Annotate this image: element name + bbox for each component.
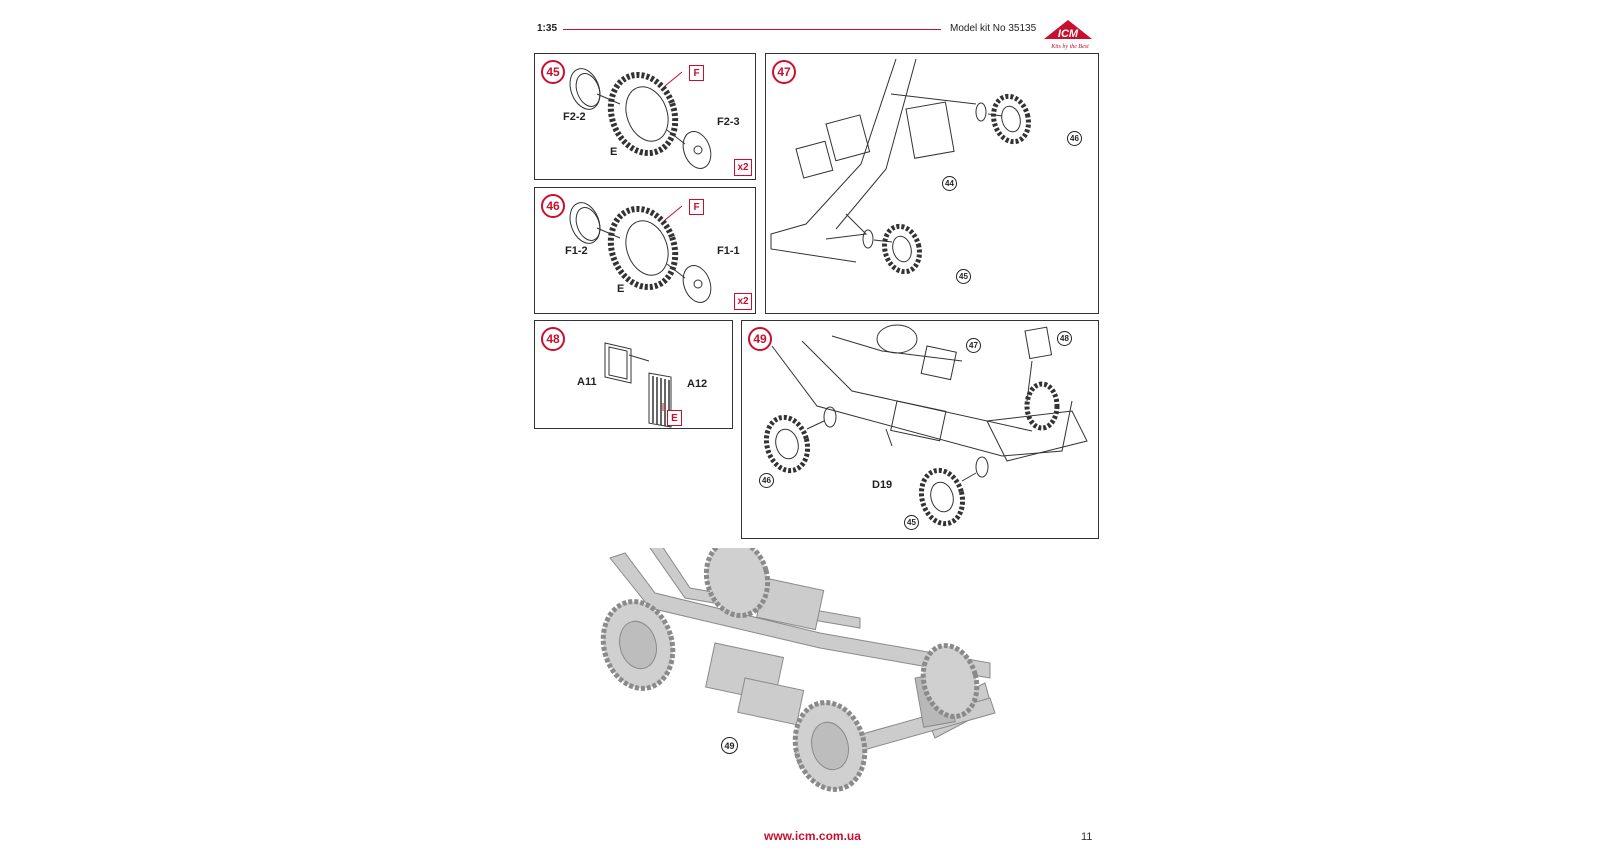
final-ref-49: 49 [721,737,738,754]
step-46-wheel-exploded-drawing [569,202,712,303]
step-48-panel: 48 A11 A12 E [534,320,733,429]
step-49-ref-48: 48 [1057,331,1072,346]
step-46-part-hub: F1-1 [717,245,740,257]
step-45-part-hub: F2-3 [717,116,740,128]
step-45-wheel-exploded-drawing [569,68,712,169]
step-45-part-tire: E [610,146,618,158]
icm-logo: ICM Kits by the Best [1040,17,1096,51]
step-45-panel: 45 F F2-2 F2-3 E x2 [534,53,756,180]
step-45-paint-code: F [689,65,704,81]
step-47-ref-44: 44 [942,176,957,191]
step-48-paint-code: E [667,410,682,426]
step-46-paint-code: F [689,199,704,215]
step-47-panel: 47 46 44 45 [765,53,1099,314]
step-45-badge: 45 [541,60,565,84]
footer-url-link[interactable]: www.icm.com.ua [764,829,861,843]
step-45-quantity: x2 [734,159,752,176]
step-45-part-rim: F2-2 [563,111,586,123]
step-49-chassis-drawing [763,324,1088,527]
step-47-badge: 47 [772,60,796,84]
step-49-panel: 49 47 48 46 45 D19 [741,320,1099,539]
step-46-panel: 46 F F1-2 F1-1 E x2 [534,187,756,314]
step-46-quantity: x2 [734,293,752,310]
step-46-part-rim: F1-2 [565,245,588,257]
step-47-ref-45: 45 [956,269,971,284]
step-48-part-grille: A12 [687,378,708,390]
kit-number: Model kit No 35135 [950,23,1037,34]
step-49-ref-47: 47 [966,338,981,353]
page-number: 11 [1081,831,1093,843]
step-47-ref-46: 46 [1067,131,1082,146]
step-47-chassis-drawing [770,58,1031,275]
step-48-part-frame: A11 [577,376,597,388]
step-46-badge: 46 [541,194,565,218]
logo-tagline: Kits by the Best [1050,44,1089,50]
step-49-part-hook: D19 [872,479,893,491]
header-rule [563,29,941,30]
step-49-ref-46: 46 [759,473,774,488]
step-46-part-tire: E [617,283,625,295]
logo-text: ICM [1058,28,1079,40]
step-49-badge: 49 [748,327,772,351]
final-assembly-render [590,537,1050,828]
step-48-badge: 48 [541,327,565,351]
step-49-ref-45: 45 [904,515,919,530]
scale-label: 1:35 [537,23,558,34]
step-48-radiator-drawing [604,342,672,428]
